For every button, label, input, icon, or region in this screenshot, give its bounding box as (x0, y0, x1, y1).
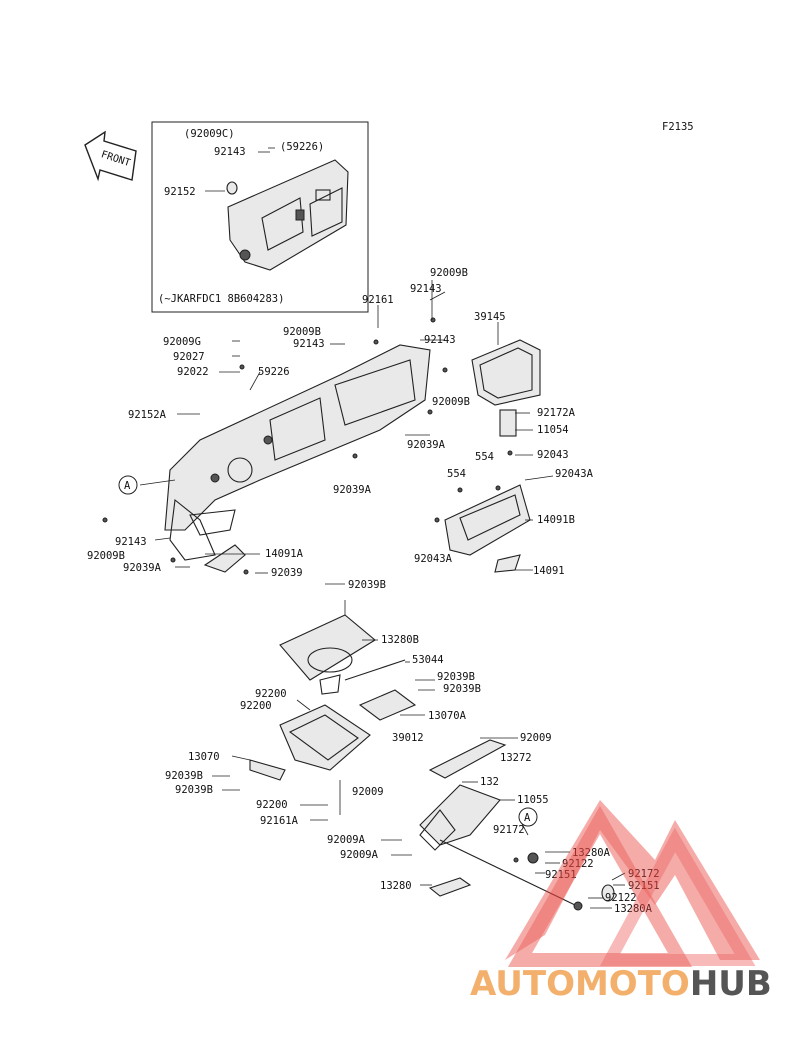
inset-box: (92009C) 92143 (59226) 92152 (~JKARFDC1 … (151, 121, 369, 313)
part-label: 92172 (493, 824, 525, 836)
part-label: 92043 (537, 449, 569, 461)
callout-a-upper: A (118, 475, 138, 495)
part-label: 13272 (500, 752, 532, 764)
part-label: 92039A (123, 562, 162, 574)
part-label: 92009B (283, 326, 321, 338)
part-label: 13070 (188, 751, 220, 763)
part-label: 59226 (258, 366, 290, 378)
part-labels: 92009B 92143 92161 39145 92009G 92009B 9… (87, 267, 660, 915)
cap-13280a-b (601, 884, 615, 902)
part-label: 92039B (175, 784, 213, 796)
part-label: 14091A (265, 548, 304, 560)
part-label: 92039B (348, 579, 386, 591)
tray-13280b (279, 614, 376, 695)
part-label: 14091B (537, 514, 575, 526)
watermark: AUTOMOTOHUB (470, 800, 772, 1004)
figure-code: F2135 (662, 121, 694, 133)
part-label: 92172 (628, 868, 660, 880)
svg-text:A: A (124, 480, 131, 492)
part-label: 92009 (352, 786, 384, 798)
part-label: 39145 (474, 311, 506, 323)
part-label: 92172A (537, 407, 576, 419)
inset-label-92009c: (92009C) (184, 128, 235, 140)
part-label: 92039A (333, 484, 372, 496)
dashboard-panel-59226 (164, 344, 431, 561)
bracket-13070a (358, 689, 417, 721)
part-label: 92027 (173, 351, 205, 363)
part-label: 11054 (537, 424, 569, 436)
part-label: 92200 (256, 799, 288, 811)
part-label: 92009B (432, 396, 470, 408)
part-label: 92009 (520, 732, 552, 744)
bushing-92151-b (573, 901, 583, 911)
cover-14091a (203, 544, 246, 573)
part-label: 554 (475, 451, 494, 463)
part-label: 92009A (327, 834, 366, 846)
part-label: 92151 (628, 880, 660, 892)
part-label: 92039 (271, 567, 303, 579)
part-label: 92161A (260, 815, 299, 827)
part-label: 92143 (410, 283, 442, 295)
rod-53044 (344, 659, 406, 681)
part-label: 92039B (165, 770, 203, 782)
glove-box-14091b (444, 409, 531, 573)
part-label: 92152A (128, 409, 167, 421)
part-label: 92143 (293, 338, 325, 350)
part-label: 92122 (605, 892, 637, 904)
callout-a-lower: A (518, 807, 538, 827)
part-label: 92039A (407, 439, 446, 451)
part-label: 13280 (380, 880, 412, 892)
part-label: 92022 (177, 366, 209, 378)
part-label: 92039B (443, 683, 481, 695)
bushing-92151-a (527, 852, 539, 864)
part-label: 92143 (424, 334, 456, 346)
part-label: 92200 (240, 700, 272, 712)
part-label: 14091 (533, 565, 565, 577)
part-label: 92043A (414, 553, 453, 565)
watermark-text: AUTOMOTOHUB (470, 964, 772, 1004)
part-label: 39012 (392, 732, 424, 744)
front-arrow: FRONT (84, 130, 137, 182)
part-label: 13280A (572, 847, 611, 859)
part-label: 53044 (412, 654, 444, 666)
part-label: 92151 (545, 869, 577, 881)
part-label: 92009B (87, 550, 125, 562)
part-label: 92009A (340, 849, 379, 861)
part-label: 92009G (163, 336, 201, 348)
part-label: 13280A (614, 903, 653, 915)
bracket-13070 (249, 759, 286, 781)
seal-39145 (471, 339, 541, 406)
part-label: 13280B (381, 634, 419, 646)
watermark-triangle-logo (505, 800, 760, 967)
box-39012 (279, 704, 371, 771)
part-label: 92143 (115, 536, 147, 548)
part-label: 11055 (517, 794, 549, 806)
leader-lines (139, 280, 626, 909)
inset-dash-panel (227, 159, 349, 271)
part-label: 13070A (428, 710, 467, 722)
part-label: 92043A (555, 468, 594, 480)
part-label: 132 (480, 776, 499, 788)
svg-text:A: A (524, 812, 531, 824)
part-label: 92009B (430, 267, 468, 279)
lever-assembly (419, 784, 576, 906)
inset-label-92152: 92152 (164, 186, 196, 198)
part-label: 554 (447, 468, 466, 480)
part-label: 92122 (562, 858, 594, 870)
part-label: 92161 (362, 294, 394, 306)
inset-label-92143: 92143 (214, 146, 246, 158)
plate-13272 (428, 739, 507, 779)
part-label: 92039B (437, 671, 475, 683)
cover-13280 (428, 877, 472, 897)
part-label: 92200 (255, 688, 287, 700)
inset-label-59226: (59226) (280, 141, 324, 153)
inset-serial-note: (~JKARFDC1 8B604283) (158, 293, 284, 305)
fasteners (102, 317, 519, 863)
